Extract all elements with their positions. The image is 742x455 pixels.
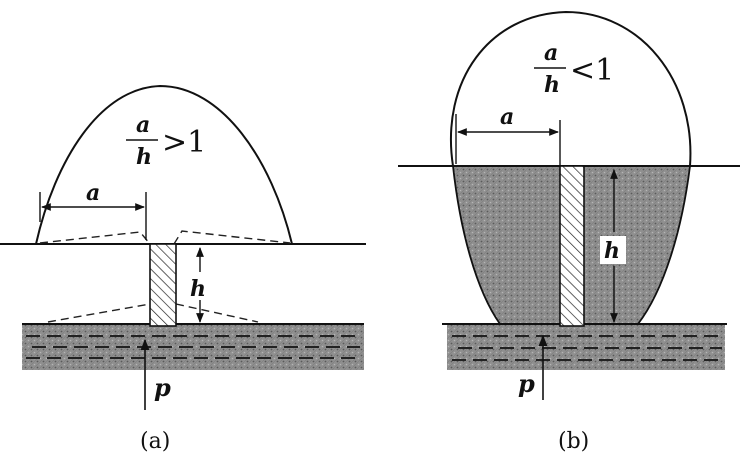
heave-dome-b [450,10,692,167]
seepage-dashed-lower-a [47,303,259,323]
pressure-label-b: p [518,369,535,398]
caption-b: (b) [558,429,589,454]
width-label-b: a [500,104,514,130]
svg-text:>1: >1 [162,125,206,160]
aquifer-dashes-b [452,335,722,361]
pressure-label-a: p [154,373,171,402]
height-label-a: h [190,276,206,302]
svg-text:a: a [544,40,558,66]
width-label-a: a [86,180,100,206]
ratio-label-b: a h <1 [534,40,614,98]
caption-a: (a) [140,429,170,454]
ratio-label-a: a h >1 [126,112,206,170]
height-label-b: h [604,238,620,264]
sheet-pile-a [149,243,177,327]
heave-dome-a [35,84,293,245]
height-label-bg-b [600,236,626,264]
seepage-dashed-upper-a [39,230,291,245]
figure-b: a h p a h <1 (b) [398,10,740,454]
svg-text:<1: <1 [570,53,614,88]
sheet-pile-b [559,165,585,327]
svg-text:h: h [544,72,560,98]
svg-text:h: h [136,144,152,170]
figure-a: a h p a h >1 (a) [0,84,366,454]
aquifer-dashes-a [26,335,360,359]
svg-text:a: a [136,112,150,138]
